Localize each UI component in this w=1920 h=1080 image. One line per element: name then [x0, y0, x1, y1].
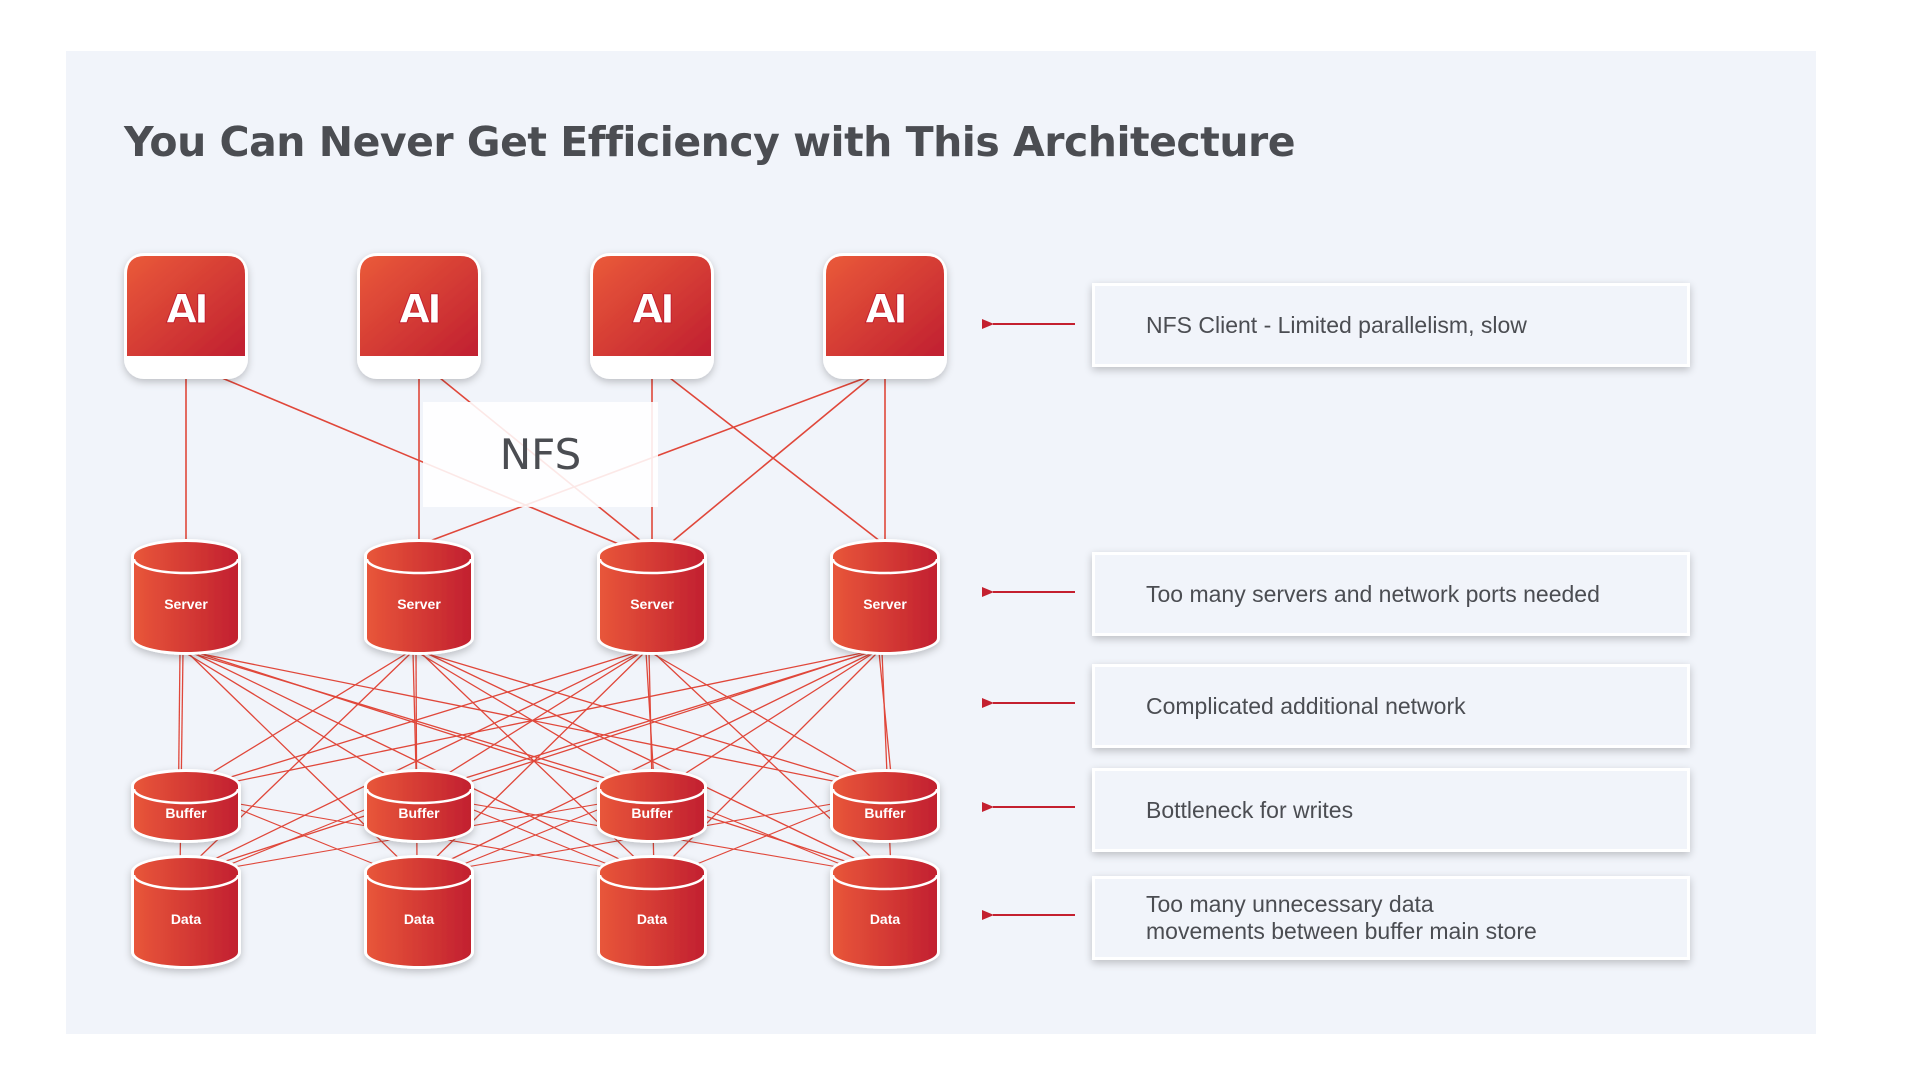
server-data-link [424, 651, 875, 873]
server-buffer-link [183, 651, 410, 791]
server-buffer-link [188, 651, 639, 791]
server-buffer-link [177, 651, 181, 791]
ai-node: AI [124, 253, 248, 379]
ai-node: AI [357, 253, 481, 379]
server-buffer-link [183, 651, 412, 791]
buffer-node: Buffer [830, 769, 940, 843]
callout-text: NFS Client - Limited parallelism, slow [1146, 311, 1527, 338]
server-buffer-link [193, 651, 868, 791]
server-node: Server [830, 539, 940, 655]
server-node-label: Server [164, 596, 208, 612]
ai-icon: AI [166, 287, 206, 333]
callout-writes: Bottleneck for writes [1092, 768, 1690, 852]
data-node: Data [830, 855, 940, 969]
callout-servers: Too many servers and network ports neede… [1092, 552, 1690, 636]
buffer-node-label: Buffer [165, 805, 207, 821]
server-buffer-link [878, 651, 894, 791]
buffer-node: Buffer [131, 769, 241, 843]
data-node-label: Data [870, 911, 901, 927]
data-node: Data [364, 855, 474, 969]
callout-data-movements: Too many unnecessary data movements betw… [1092, 876, 1690, 960]
callout-nfs-client: NFS Client - Limited parallelism, slow [1092, 283, 1690, 367]
server-buffer-link [420, 651, 883, 791]
server-node: Server [131, 539, 241, 655]
buffer-node: Buffer [364, 769, 474, 843]
data-node-label: Data [637, 911, 668, 927]
ai-icon: AI [632, 287, 672, 333]
server-buffer-link [426, 651, 872, 791]
ai-icon: AI [399, 287, 439, 333]
nfs-label-box: NFS [423, 402, 658, 507]
ai-server-link [649, 377, 871, 561]
server-node: Server [597, 539, 707, 655]
buffer-data-link [681, 799, 856, 871]
server-node: Server [364, 539, 474, 655]
server-data-link [187, 651, 642, 873]
server-node-label: Server [630, 596, 674, 612]
buffer-node-label: Buffer [631, 805, 673, 821]
server-data-link [191, 651, 871, 873]
server-node-label: Server [863, 596, 907, 612]
ai-node: AI [823, 253, 947, 379]
server-buffer-link [659, 651, 876, 791]
ai-node: AI [590, 253, 714, 379]
data-node-label: Data [171, 911, 202, 927]
callout-arrows [982, 319, 1075, 920]
nfs-label: NFS [499, 430, 582, 479]
callout-network: Complicated additional network [1092, 664, 1690, 748]
buffer-data-link [448, 799, 623, 871]
data-node: Data [597, 855, 707, 969]
callout-text: Complicated additional network [1146, 692, 1466, 719]
data-node: Data [131, 855, 241, 969]
server-node-label: Server [397, 596, 441, 612]
data-node-label: Data [404, 911, 435, 927]
background-panel [66, 51, 1816, 1034]
server-data-link [423, 651, 884, 873]
ai-server-link [669, 377, 886, 546]
buffer-data-link [215, 799, 390, 871]
buffer-node-label: Buffer [864, 805, 906, 821]
callout-text: Too many servers and network ports neede… [1146, 580, 1600, 607]
ai-icon: AI [865, 287, 905, 333]
buffer-node-label: Buffer [398, 805, 440, 821]
callout-text: Bottleneck for writes [1146, 796, 1354, 823]
page-title: You Can Never Get Efficiency with This A… [124, 118, 1296, 166]
server-data-link [190, 651, 647, 873]
server-buffer-link [649, 651, 888, 791]
callout-text: Too many unnecessary data movements betw… [1146, 891, 1537, 944]
buffer-node: Buffer [597, 769, 707, 843]
server-data-link [194, 651, 880, 873]
